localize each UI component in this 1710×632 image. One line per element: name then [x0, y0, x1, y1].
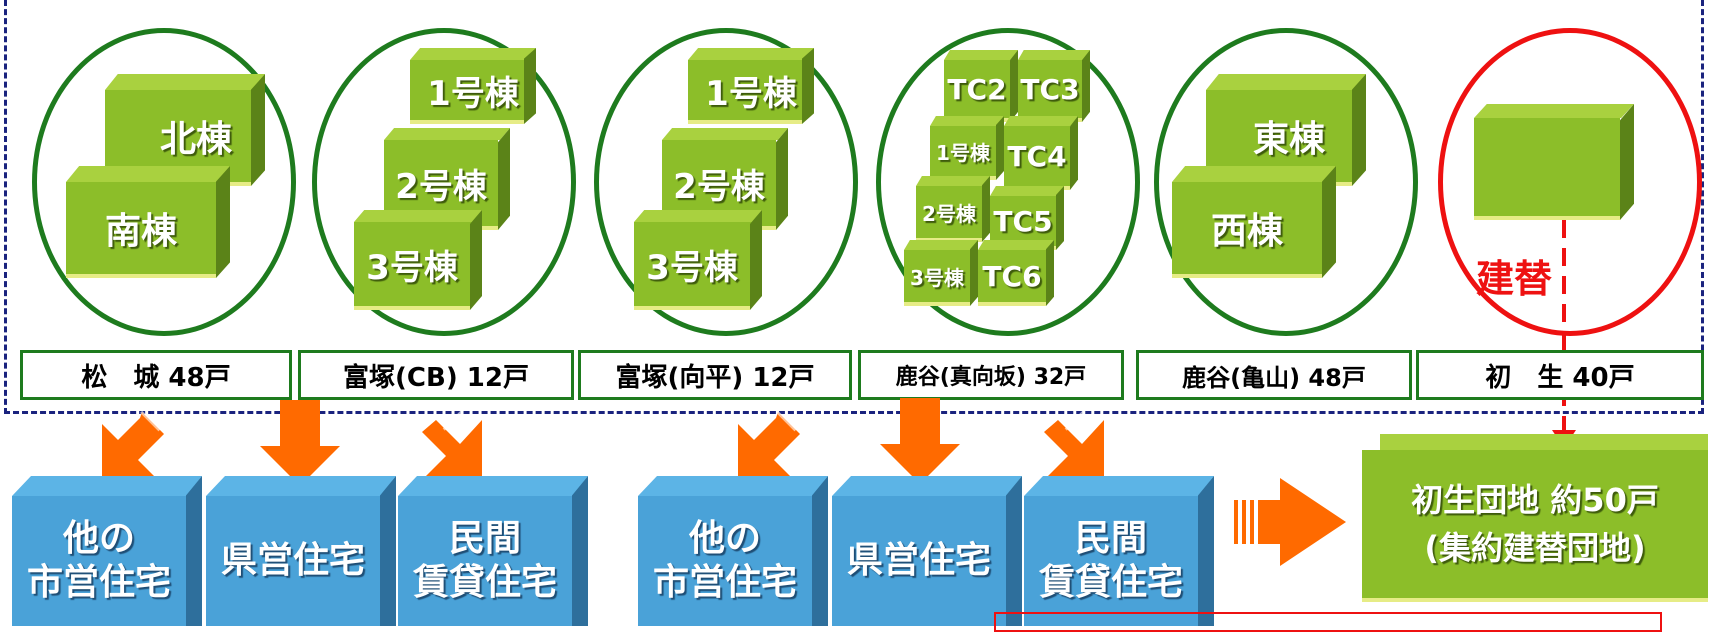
- target-line1: 初生団地 約50戸: [1411, 481, 1659, 519]
- building-block: 西棟: [1172, 166, 1336, 278]
- group-label-shikatani-kameyama: 鹿谷(亀山) 48戸: [1136, 350, 1412, 400]
- building-block: TC2: [944, 50, 1018, 122]
- group-ellipse-tomitsuka-mukaidaira: [594, 28, 858, 336]
- group-ellipse-hatsuoi: [1438, 28, 1702, 336]
- group-label-tomitsuka-mukaidaira: 富塚(向平) 12戸: [578, 350, 852, 400]
- destination-line2: 市営住宅: [26, 562, 171, 603]
- rebuild-label: 建替: [1476, 257, 1553, 301]
- building-block: 2号棟: [916, 176, 990, 242]
- destination-line1: 他の: [62, 518, 135, 559]
- target-line2: (集約建替団地): [1424, 529, 1646, 567]
- building-block: 1号棟: [410, 48, 536, 124]
- diagram: 北棟 南棟 1号棟 2号棟 3号棟 1号棟 2号棟 3号棟: [4, 0, 1708, 632]
- group-label-matsushiro: 松 城 48戸: [20, 350, 292, 400]
- building-block: 南棟: [66, 166, 230, 278]
- destination-line2: 市営住宅: [652, 562, 797, 603]
- destination-line1: 民間: [448, 518, 521, 559]
- group-ellipse-tomitsuka-cb: [312, 28, 576, 336]
- destination-line1: 他の: [688, 518, 761, 559]
- group-ellipse-matsushiro: [32, 28, 296, 336]
- destination-block: 民間 賃貸住宅: [1024, 476, 1214, 626]
- building-block: TC3: [1018, 50, 1090, 122]
- target-block: 初生団地 約50戸 (集約建替団地): [1362, 450, 1708, 602]
- building-block: 1号棟: [688, 48, 814, 124]
- destination-block: 他の 市営住宅: [638, 476, 828, 626]
- destination-block: 県営住宅: [206, 476, 396, 626]
- destination-line2: 賃貸住宅: [1038, 562, 1183, 603]
- building-block: 3号棟: [904, 240, 978, 306]
- building-block: 3号棟: [634, 210, 762, 310]
- existing-housing-frame: [4, 0, 1704, 414]
- building-block: 3号棟: [354, 210, 482, 310]
- destination-line1: 県営住宅: [846, 540, 991, 581]
- destination-line1: 民間: [1074, 518, 1147, 559]
- target-block-top: [1380, 434, 1708, 452]
- arrow: [102, 412, 164, 476]
- group-label-tomitsuka-cb: 富塚(CB) 12戸: [298, 350, 574, 400]
- group-ellipse-shikatani-makosaka: [876, 28, 1140, 336]
- relocation-arrows: [102, 398, 1346, 566]
- destination-block: 他の 市営住宅: [12, 476, 202, 626]
- destination-block: 県営住宅: [832, 476, 1022, 626]
- destination-line1: 県営住宅: [220, 540, 365, 581]
- note-box: [994, 612, 1662, 632]
- building-block: TC4: [1004, 116, 1078, 190]
- building-block: TC6: [978, 240, 1054, 306]
- destination-block: 民間 賃貸住宅: [398, 476, 588, 626]
- destination-line2: 賃貸住宅: [412, 562, 557, 603]
- group-label-hatsuoi: 初 生 40戸: [1416, 350, 1704, 400]
- group-ellipse-shikatani-kameyama: [1154, 28, 1418, 336]
- group-label-shikatani-makosaka: 鹿谷(真向坂) 32戸: [858, 350, 1124, 400]
- building-block: [1474, 104, 1634, 220]
